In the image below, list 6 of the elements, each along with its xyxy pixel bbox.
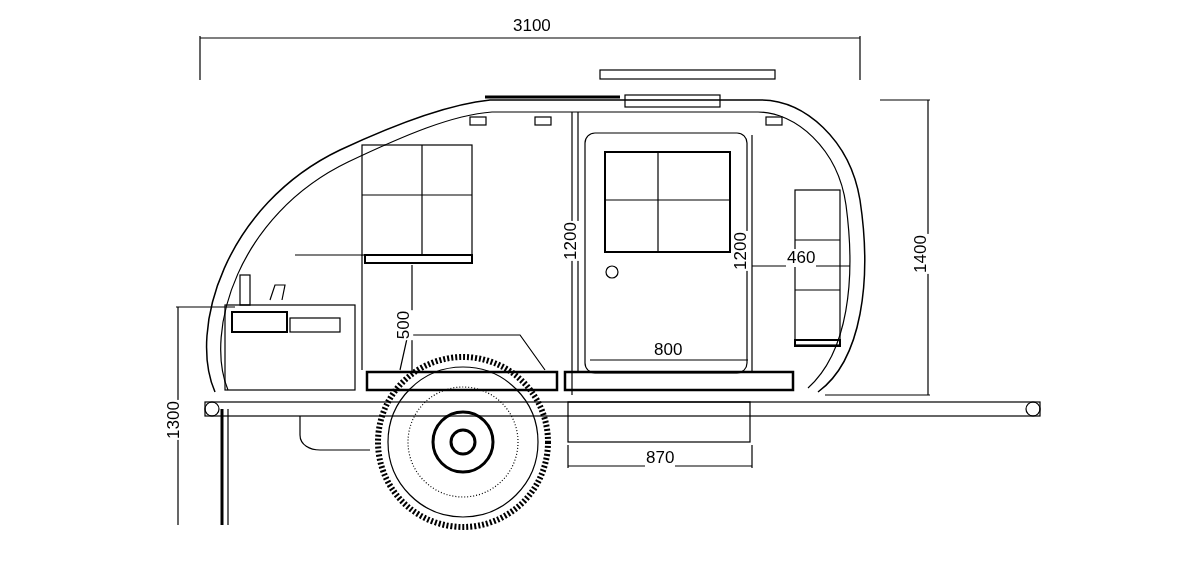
dimension-label: 460 (786, 249, 817, 267)
dimension-label: 1200 (731, 231, 750, 271)
dimension-label: 500 (395, 309, 414, 341)
dimension-label: 870 (645, 449, 676, 467)
dimension-label: 1400 (911, 234, 930, 274)
dimension-label: 1200 (561, 221, 580, 261)
